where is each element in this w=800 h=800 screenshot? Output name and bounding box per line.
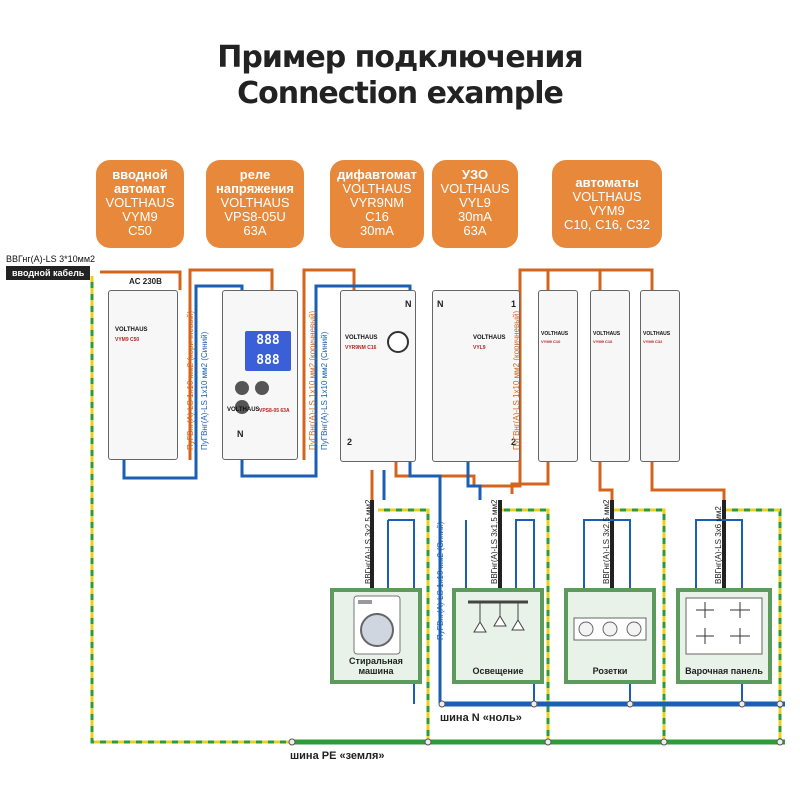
brand-label: VOLTHAUS [115, 327, 148, 333]
pe-bus-label: шина PE «земля» [290, 750, 385, 762]
load-washing-machine: Стиральная машина [330, 588, 422, 684]
brand-label: VOLTHAUS [593, 331, 621, 337]
brand-label: VOLTHAUS [473, 335, 506, 341]
title-en: Connection example [237, 76, 564, 111]
ac-label: AC 230В [129, 277, 162, 286]
model-label: VYM9 C50 [115, 337, 140, 343]
wire-label-blue-1: ПуГВнг(А)-LS 1х10 мм2 (Синий) [200, 331, 209, 450]
bus-terminals [288, 700, 784, 746]
load-hob: Варочная панель [676, 588, 772, 684]
breaker-c16-device: VOLTHAUS VYM9 C16 [590, 290, 630, 462]
hob-icon [685, 597, 763, 655]
model-label: VYM9 C16 [593, 339, 613, 344]
neutral-wires [122, 284, 482, 704]
model-label: VYM9 C32 [643, 339, 663, 344]
brand-label: VOLTHAUS [345, 335, 378, 341]
terminal-n: N [237, 429, 244, 439]
input-cable-label: вводной кабель [6, 266, 91, 280]
lamp-icon [468, 600, 528, 633]
cable-label-hob: ВВГнг(А)-LS 3х6 мм2 [714, 506, 723, 584]
input-cable-spec: ВВГнг(А)-LS 3*10мм2 [6, 254, 96, 264]
brand-label: VOLTHAUS [541, 331, 569, 337]
wire-label-brown-2: ПуГВнг(А)-LS 1х10 мм2 (коричневый) [308, 310, 317, 450]
load-cables [370, 500, 726, 590]
cable-label-lighting: ВВГнг(А)-LS 3х1,5 мм2 [490, 499, 499, 584]
title-ru: Пример подключения [217, 40, 583, 75]
up-button[interactable] [255, 381, 270, 395]
input-breaker-device: AC 230В VOLTHAUS VYM9 C50 [108, 277, 178, 460]
terminal-2: 2 [511, 437, 517, 447]
load-sockets: Розетки [564, 588, 656, 684]
socket-icon [573, 617, 647, 641]
terminal-n: N [437, 299, 444, 309]
menu-button[interactable] [235, 381, 249, 395]
terminal-2: 2 [347, 437, 353, 447]
load-lighting: Освещение [452, 588, 544, 684]
brand-label: VOLTHAUS [643, 331, 671, 337]
model-label: VYR9NM C16 [345, 345, 377, 351]
n-bus-label: шина N «ноль» [440, 712, 522, 724]
breaker-c32-device: VOLTHAUS VYM9 C32 [640, 290, 680, 462]
relay-buttons[interactable] [235, 381, 287, 414]
wire-label-blue-3: ПуГВнг(А)-LS 1х10 мм2 (Синий) [436, 521, 445, 640]
rcbo-device: N VOLTHAUS VYR9NM C16 2 [340, 290, 416, 462]
wire-label-brown-1: ПуГВнг(А)-LS 1х10 мм2 (коричневый) [186, 310, 195, 450]
terminal-n: N [405, 299, 412, 309]
test-button[interactable] [387, 331, 409, 353]
brand-label: VOLTHAUS [227, 407, 260, 413]
wire-label-brown-3: ПуГВнг(А)-LS 1х10 мм2 (коричневый) [512, 310, 521, 450]
washing-machine-icon [353, 595, 401, 655]
model-label: VYL9 [473, 345, 486, 351]
model-label: VPS8-05 63A [259, 408, 290, 414]
power-button[interactable] [235, 400, 249, 414]
cable-label-sockets: ВВГнг(А)-LS 3х2,5 мм2 [602, 499, 611, 584]
rcd-device: N 1 VOLTHAUS VYL9 2 [432, 290, 520, 462]
breaker-c10-device: VOLTHAUS VYM9 C10 [538, 290, 578, 462]
terminal-1: 1 [511, 299, 517, 309]
model-label: VYM9 C10 [541, 339, 561, 344]
wire-label-blue-2: ПуГВнг(А)-LS 1х10 мм2 (Синий) [320, 331, 329, 450]
cable-label-washer: ВВГнг(А)-LS 3х2,5 мм2 [364, 499, 373, 584]
